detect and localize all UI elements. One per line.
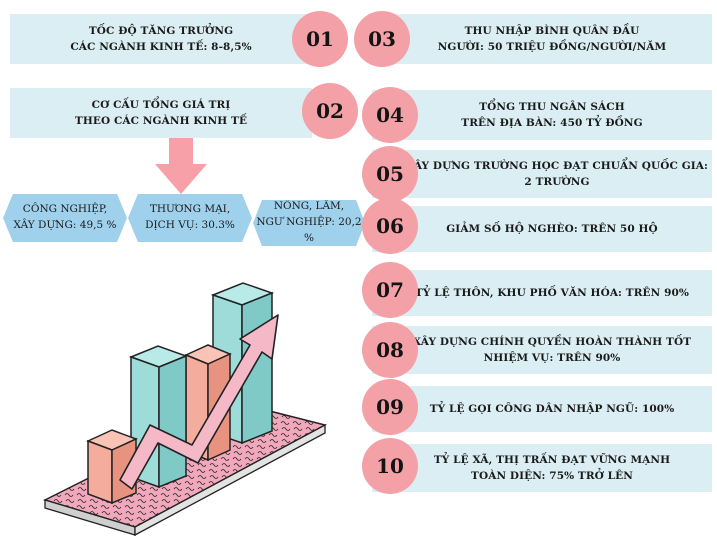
item-02-text: CƠ CẤU TỔNG GIÁ TRỊ THEO CÁC NGÀNH KINH …	[74, 98, 248, 127]
sector-agriculture: NÔNG, LÂM, NGƯ NGHIỆP: 20,2 %	[253, 200, 365, 246]
item-04-text: TỔNG THU NGÂN SÁCH TRÊN ĐỊA BÀN: 450 TỶ …	[461, 100, 643, 129]
item-01-number: 01	[292, 11, 348, 67]
item-07-number: 07	[362, 262, 418, 318]
item-09-bar: TỶ LỆ GỌI CÔNG DÂN NHẬP NGŨ: 100%	[372, 386, 712, 432]
item-04-bar: TỔNG THU NGÂN SÁCH TRÊN ĐỊA BÀN: 450 TỶ …	[372, 90, 712, 140]
item-05-number: 05	[362, 146, 418, 202]
down-arrow-icon	[155, 138, 207, 194]
item-08-text: XÂY DỰNG CHÍNH QUYỀN HOÀN THÀNH TỐT NHIỆ…	[412, 335, 692, 364]
item-07-bar: TỶ LỆ THÔN, KHU PHỐ VĂN HÓA: TRÊN 90%	[372, 270, 712, 316]
item-10-text: TỶ LỆ XÃ, THỊ TRẤN ĐẠT VỮNG MẠNH TOÀN DI…	[433, 453, 671, 482]
item-10-number: 10	[362, 438, 418, 494]
base-edge-right	[134, 423, 326, 537]
item-05-text: XÂY DỰNG TRƯỜNG HỌC ĐẠT CHUẨN QUỐC GIA: …	[405, 159, 709, 188]
item-03-text: THU NHẬP BÌNH QUÂN ĐẦU NGƯỜI: 50 TRIỆU Đ…	[437, 24, 667, 53]
item-09-number: 09	[362, 379, 418, 435]
item-08-number: 08	[362, 322, 418, 378]
item-05-bar: XÂY DỰNG TRƯỜNG HỌC ĐẠT CHUẨN QUỐC GIA: …	[372, 150, 712, 198]
sector-industry: CÔNG NGHIỆP, XÂY DỰNG: 49,5 %	[3, 194, 127, 242]
rising-arrow-icon	[119, 314, 279, 490]
item-06-bar: GIẢM SỐ HỘ NGHÈO: TRÊN 50 HỘ	[372, 206, 712, 252]
item-06-text: GIẢM SỐ HỘ NGHÈO: TRÊN 50 HỘ	[446, 222, 658, 235]
growth-chart-illustration	[42, 282, 328, 537]
sector-industry-text: CÔNG NGHIỆP, XÂY DỰNG: 49,5 %	[13, 203, 117, 231]
item-02-bar: CƠ CẤU TỔNG GIÁ TRỊ THEO CÁC NGÀNH KINH …	[10, 88, 312, 138]
item-09-text: TỶ LỆ GỌI CÔNG DÂN NHẬP NGŨ: 100%	[429, 402, 675, 415]
item-06-number: 06	[362, 198, 418, 254]
item-08-bar: XÂY DỰNG CHÍNH QUYỀN HOÀN THÀNH TỐT NHIỆ…	[372, 326, 712, 374]
item-07-text: TỶ LỆ THÔN, KHU PHỐ VĂN HÓA: TRÊN 90%	[415, 286, 689, 299]
item-01-bar: TỐC ĐỘ TĂNG TRƯỞNG CÁC NGÀNH KINH TẾ: 8-…	[10, 14, 312, 64]
item-02-number: 02	[302, 83, 358, 139]
item-03-number: 03	[354, 11, 410, 67]
sector-commerce: THƯƠNG MẠI, DỊCH VỤ: 30.3%	[128, 194, 252, 242]
item-10-bar: TỶ LỆ XÃ, THỊ TRẤN ĐẠT VỮNG MẠNH TOÀN DI…	[372, 444, 712, 492]
item-01-text: TỐC ĐỘ TĂNG TRƯỞNG CÁC NGÀNH KINH TẾ: 8-…	[70, 24, 252, 53]
item-04-number: 04	[362, 87, 418, 143]
sector-commerce-text: THƯƠNG MẠI, DỊCH VỤ: 30.3%	[145, 203, 235, 231]
sector-agriculture-text: NÔNG, LÂM, NGƯ NGHIỆP: 20,2 %	[256, 200, 362, 244]
item-03-bar: THU NHẬP BÌNH QUÂN ĐẦU NGƯỜI: 50 TRIỆU Đ…	[372, 14, 712, 64]
down-arrow-shape	[155, 138, 207, 194]
